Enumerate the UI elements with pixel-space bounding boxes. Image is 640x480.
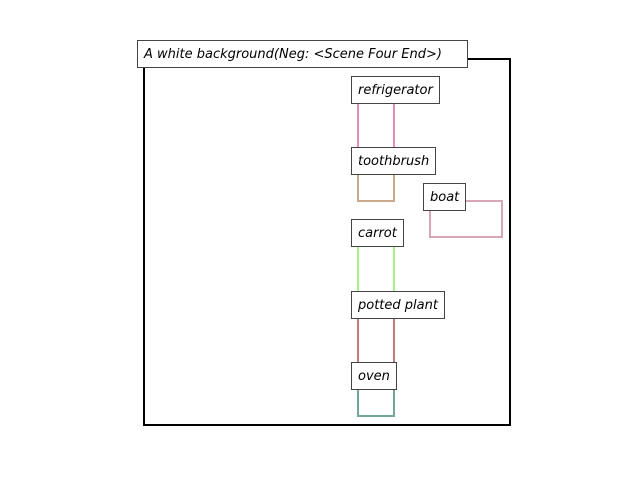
oven-label: oven xyxy=(351,362,397,390)
boat-label: boat xyxy=(423,183,467,211)
refrigerator-label: refrigerator xyxy=(351,76,440,104)
scene-title-label: A white background(Neg: <Scene Four End>… xyxy=(137,40,468,68)
carrot-label: carrot xyxy=(351,219,404,247)
potted-plant-label: potted plant xyxy=(351,291,445,319)
scene-frame xyxy=(143,58,511,426)
toothbrush-label: toothbrush xyxy=(351,147,437,175)
